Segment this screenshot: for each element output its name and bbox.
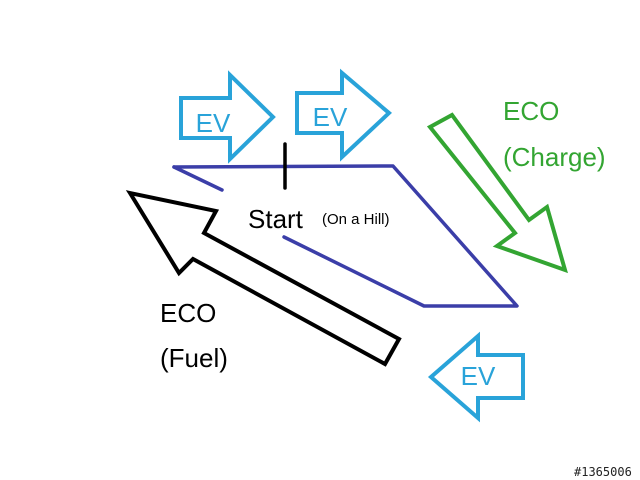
start-label: Start [248,204,303,234]
ev-arrow-2-label: EV [312,102,348,132]
eco-fuel-label-line2: (Fuel) [160,343,228,373]
eco-charge-label-line1: ECO [503,96,560,126]
ev-arrow-3-label: EV [460,361,496,391]
eco-fuel-arrow [125,190,402,367]
eco-charge-label-line2: (Charge) [503,142,606,172]
ev-arrow-left [427,331,525,423]
track-upper-left-segment [172,165,224,192]
ev-arrow-right-2 [295,68,393,162]
image-id-watermark: #1365006 [574,465,632,479]
ev-arrow-right-1 [179,70,276,164]
track-loop [172,164,519,308]
start-note-label: (On a Hill) [322,211,390,228]
ev-arrow-1-label: EV [195,108,231,138]
eco-fuel-label-line1: ECO [160,298,217,328]
eco-charge-arrow [426,112,568,274]
